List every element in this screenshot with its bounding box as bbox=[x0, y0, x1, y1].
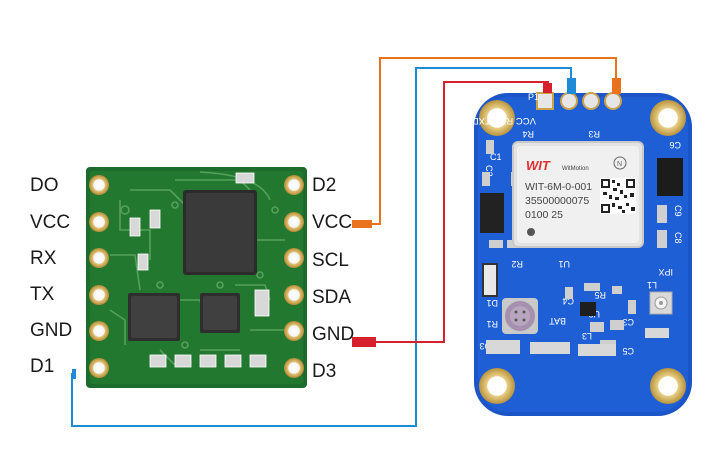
mount-hole-top-right bbox=[650, 100, 686, 136]
date-code-label: 0100 25 bbox=[525, 209, 563, 221]
right-pin-sda: SDA bbox=[312, 287, 352, 308]
silk-r4: R4 bbox=[522, 129, 534, 139]
n-logo-icon bbox=[613, 156, 627, 170]
qr-code bbox=[600, 178, 636, 214]
silk-c8: C8 bbox=[673, 232, 683, 244]
silk-c9: C9 bbox=[673, 205, 683, 217]
silk-r1: R1 bbox=[486, 319, 498, 329]
silk-c6: C6 bbox=[669, 140, 681, 150]
gps-header-pins bbox=[536, 92, 622, 110]
wire-d1-rxd bbox=[71, 67, 576, 427]
wire-vcc bbox=[352, 57, 621, 228]
capacitor-c5 bbox=[578, 344, 616, 356]
brand-name: WitMotion bbox=[562, 166, 589, 172]
right-pin-gnd: GND bbox=[312, 324, 355, 345]
silk-c2: C2 bbox=[484, 165, 494, 177]
gnd-connector-marker bbox=[352, 337, 376, 347]
right-castellated-pads bbox=[284, 175, 304, 378]
mount-hole-top-left bbox=[479, 100, 515, 136]
silk-c1: C1 bbox=[490, 152, 502, 162]
gps-gnd-pin-marker bbox=[543, 83, 552, 93]
component-c3-pad bbox=[645, 328, 669, 338]
silk-r2: R2 bbox=[511, 259, 523, 269]
capacitor-c6 bbox=[657, 158, 683, 196]
component-u2 bbox=[480, 193, 504, 233]
left-pin-tx: TX bbox=[30, 284, 55, 305]
right-pin-scl: SCL bbox=[312, 250, 349, 271]
wire-gnd bbox=[352, 81, 552, 347]
gps-rxd-pin-marker bbox=[567, 78, 576, 94]
silk-l3: L3 bbox=[582, 331, 592, 341]
header-pin-labels: VCC RXD TXD GND bbox=[448, 115, 536, 126]
brand-logo-mark: WIT bbox=[526, 158, 551, 173]
chip-u3 bbox=[580, 302, 596, 316]
silk-u1: U1 bbox=[558, 259, 570, 269]
gps-vcc-pin-marker bbox=[612, 78, 621, 94]
green-sensor-module bbox=[86, 167, 307, 388]
pin1-label: P1 bbox=[528, 92, 539, 102]
vcc-connector-marker bbox=[352, 220, 372, 228]
silk-ipx: IPX bbox=[658, 267, 673, 277]
silk-d3: D3 bbox=[479, 341, 491, 351]
inductor-l2 bbox=[530, 342, 570, 354]
left-pin-rx: RX bbox=[30, 248, 57, 269]
silk-l1: L1 bbox=[647, 280, 657, 290]
mount-hole-bottom-right bbox=[650, 368, 686, 404]
ipx-connector bbox=[649, 291, 673, 315]
left-pin-d1: D1 bbox=[30, 356, 55, 377]
right-pin-d3: D3 bbox=[312, 361, 337, 382]
passive-components bbox=[129, 172, 270, 368]
mount-hole-bottom-left bbox=[479, 368, 515, 404]
right-pin-d2: D2 bbox=[312, 175, 337, 196]
silk-r3: R3 bbox=[588, 129, 600, 139]
component-d3 bbox=[486, 340, 520, 354]
silk-c5: C5 bbox=[622, 346, 634, 356]
pin1-dot bbox=[527, 228, 535, 236]
silk-r5: R5 bbox=[594, 290, 606, 300]
serial-label: 35500000075 bbox=[525, 195, 589, 207]
right-pin-vcc: VCC bbox=[312, 212, 353, 233]
model-label: WIT-6M-0-001 bbox=[525, 181, 592, 193]
silk-bat: BAT bbox=[549, 316, 566, 326]
left-castellated-pads bbox=[89, 175, 109, 378]
silk-c3: C3 bbox=[622, 317, 634, 327]
gps-module: P1 VCC RXD TXD GND R3 R4 C1 C2 C6 C8 C9 bbox=[448, 92, 692, 416]
left-pin-gnd: GND bbox=[30, 320, 73, 341]
silk-d1: D1 bbox=[486, 298, 498, 308]
backup-battery bbox=[502, 298, 538, 334]
svg-text:N: N bbox=[617, 161, 622, 168]
d1-connector-marker bbox=[72, 369, 76, 379]
silk-c4: C4 bbox=[562, 296, 574, 306]
gps-receiver-can: WIT WitMotion WIT-6M-0-001 35500000075 0… bbox=[512, 141, 644, 248]
component-d1 bbox=[482, 263, 498, 297]
left-pin-do: DO bbox=[30, 175, 59, 196]
left-pin-vcc: VCC bbox=[30, 212, 71, 233]
